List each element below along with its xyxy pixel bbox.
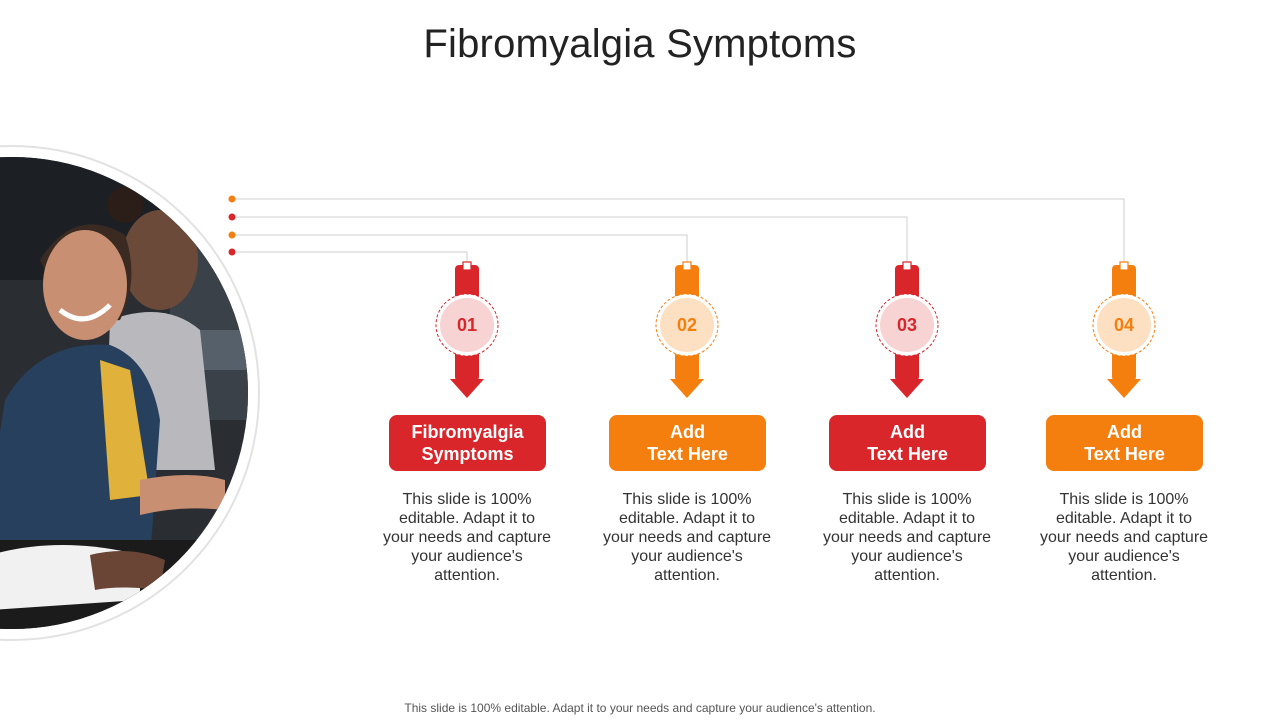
step-number: 02 [676,314,698,335]
number-fill [1097,298,1151,352]
step-description: This slide is 100% editable. Adapt it to… [602,491,772,584]
step-description: This slide is 100% editable. Adapt it to… [382,491,552,584]
arrow-cap [462,261,472,271]
number-fill [660,298,714,352]
step-title: Fibromyalgia Symptoms [389,415,546,471]
step-number: 03 [896,314,918,335]
step-title: Add Text Here [829,415,986,471]
arrow-cap [1119,261,1129,271]
arrow-head [670,379,704,398]
step-title: Add Text Here [609,415,766,471]
arrow-head [1107,379,1141,398]
connector-dot [228,231,236,239]
arrow-cap [682,261,692,271]
connector-dot [228,213,236,221]
number-fill [440,298,494,352]
connector-dot [228,195,236,203]
step-title: Add Text Here [1046,415,1203,471]
connector-line [232,234,688,268]
connector-line [232,251,468,268]
arrow-cap [902,261,912,271]
connector-line [232,198,1125,268]
step-number: 01 [456,314,478,335]
number-fill [880,298,934,352]
page-title: Fibromyalgia Symptoms [423,22,857,66]
connector-line [232,216,908,268]
step-description: This slide is 100% editable. Adapt it to… [822,491,992,584]
step-number: 04 [1113,314,1135,335]
arrow-head [890,379,924,398]
step-description: This slide is 100% editable. Adapt it to… [1039,491,1209,584]
connector-dot [228,248,236,256]
arrow-head [450,379,484,398]
footer-note: This slide is 100% editable. Adapt it to… [404,701,876,715]
